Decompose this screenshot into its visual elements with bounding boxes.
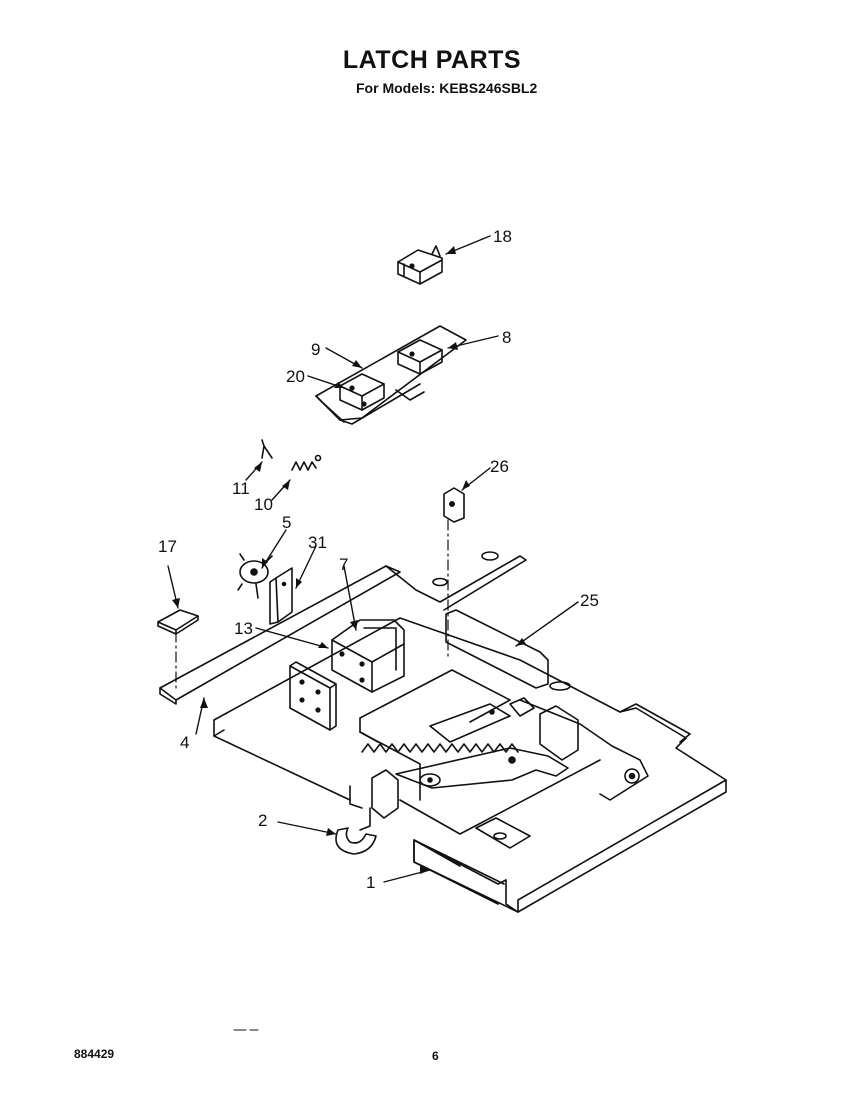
part-11-clip	[261, 439, 273, 459]
mechanism-deck	[359, 669, 649, 849]
part-18-switch	[397, 245, 443, 285]
part-17-pad	[157, 609, 199, 635]
part-4-latch-arm	[159, 551, 527, 705]
part-20-switch	[339, 373, 385, 411]
callout-17: 17	[158, 537, 177, 556]
page-number: 6	[432, 1049, 439, 1063]
part-10-spring	[291, 454, 322, 471]
callout-labels: 18 8 9 20 11 10 26 5 31 17 7 13 25 4 2 1	[158, 227, 599, 892]
callout-2: 2	[258, 811, 267, 830]
part-25-rail	[445, 609, 571, 691]
callout-11: 11	[232, 479, 250, 498]
part-2-hook	[335, 769, 399, 855]
alignment-lines	[175, 519, 449, 691]
callout-31: 31	[308, 533, 327, 552]
callout-7: 7	[339, 555, 348, 574]
callout-9: 9	[311, 340, 320, 359]
part-7-solenoid	[331, 619, 405, 693]
part-26-bracket	[443, 487, 465, 523]
callout-4: 4	[180, 733, 189, 752]
page-title: LATCH PARTS	[342, 46, 522, 74]
document-number: 884429	[74, 1047, 115, 1061]
callout-8: 8	[502, 328, 511, 347]
callout-5: 5	[282, 513, 291, 532]
part-13-bracket	[289, 661, 337, 731]
part-5-cam	[237, 553, 273, 599]
callout-13: 13	[234, 619, 253, 638]
part-8-switch	[397, 339, 443, 375]
model-subtitle: For Models: KEBS246SBL2	[356, 80, 538, 96]
leader-lines	[167, 235, 579, 883]
callout-1: 1	[366, 873, 375, 892]
callout-20: 20	[286, 367, 305, 386]
callout-26: 26	[490, 457, 509, 476]
arrowheads	[172, 246, 526, 874]
callout-25: 25	[580, 591, 599, 610]
part-9-switch-bracket	[315, 325, 467, 425]
callout-10: 10	[254, 495, 273, 514]
latch-lever	[395, 697, 569, 789]
callout-18: 18	[493, 227, 512, 246]
mechanism-spring	[361, 743, 519, 753]
part-1-strip	[413, 839, 505, 905]
part-31-bracket	[269, 567, 293, 625]
